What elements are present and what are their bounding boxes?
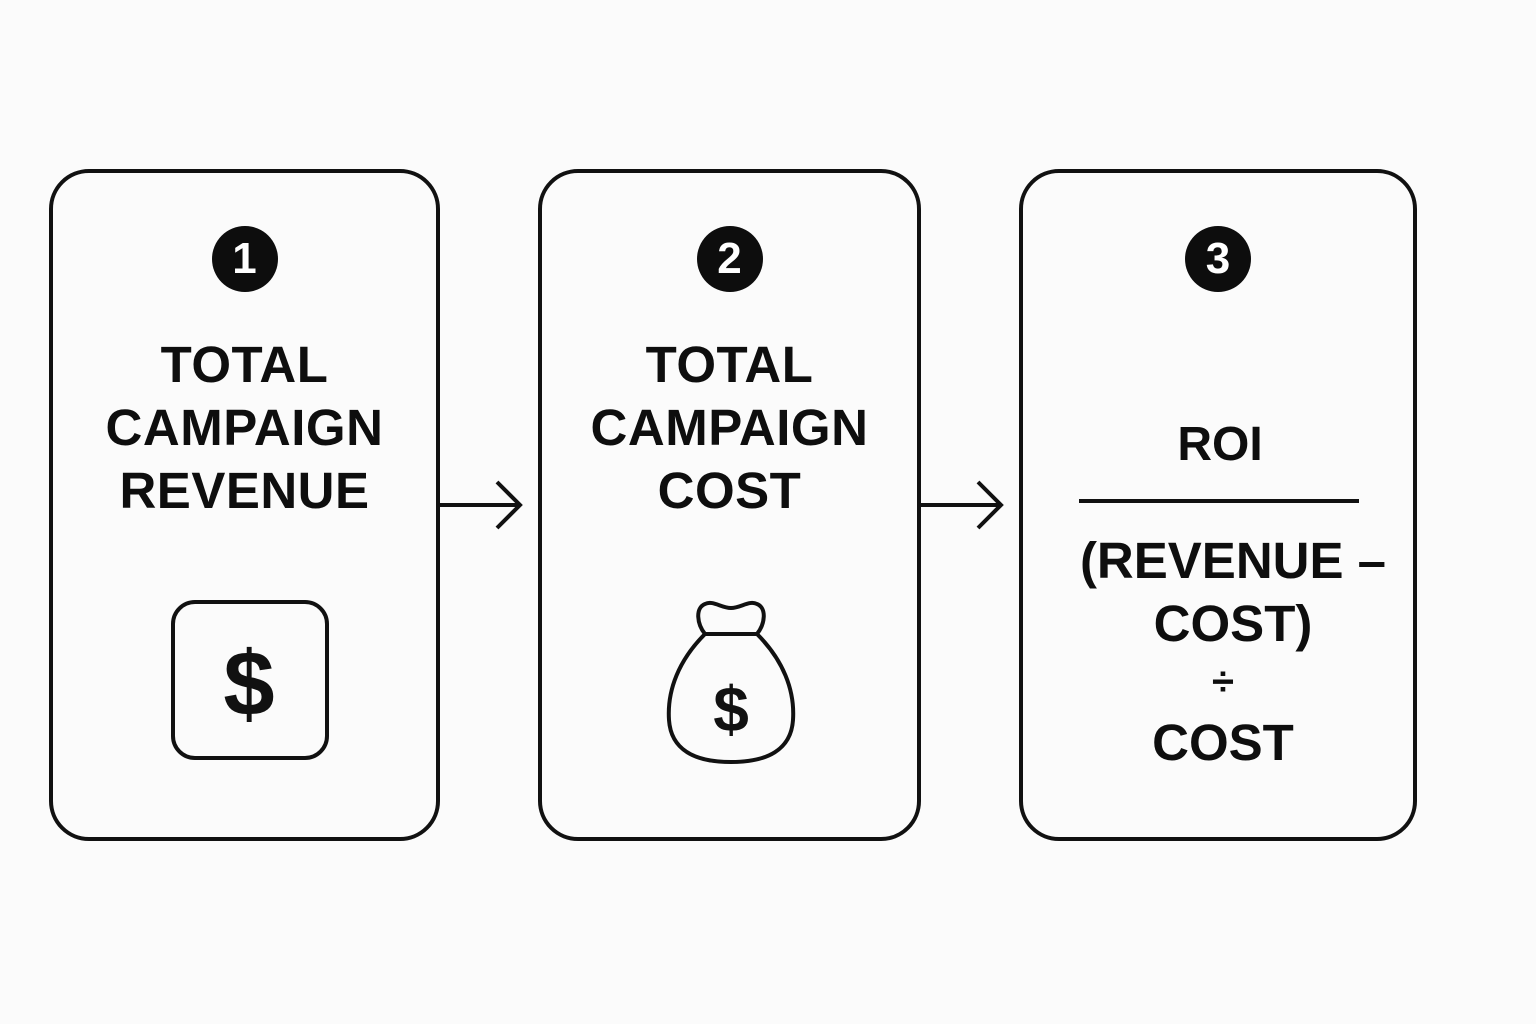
step-title: TOTAL CAMPAIGN COST <box>542 333 917 522</box>
step-number-badge: 1 <box>211 226 278 292</box>
arrow-right-icon <box>921 480 1004 530</box>
arrow-right-icon <box>440 480 523 530</box>
step-card-roi: 3 ROI (REVENUE – COST) ÷ COST <box>1019 169 1417 841</box>
money-bag-icon: $ <box>666 600 796 764</box>
step-title-line: REVENUE <box>119 462 370 519</box>
step-title-line: COST <box>657 462 802 519</box>
step-title-line: CAMPAIGN <box>105 399 384 456</box>
step-title-line: TOTAL <box>160 336 329 393</box>
roi-formula: (REVENUE – COST) ÷ COST <box>1023 529 1443 774</box>
step-title: TOTAL CAMPAIGN REVENUE <box>53 333 436 522</box>
dollar-square-icon: $ <box>171 600 329 760</box>
divide-symbol: ÷ <box>1212 660 1234 704</box>
dollar-sign: $ <box>713 673 749 745</box>
roi-label: ROI <box>1177 418 1263 471</box>
step-number-badge: 2 <box>696 226 763 292</box>
step-card-cost: 2 TOTAL CAMPAIGN COST $ <box>538 169 921 841</box>
step-title-line: CAMPAIGN <box>590 399 869 456</box>
fraction-line <box>1079 499 1359 503</box>
formula-line: COST <box>1152 714 1294 771</box>
step-title-line: TOTAL <box>645 336 814 393</box>
dollar-sign: $ <box>223 633 274 735</box>
step-card-revenue: 1 TOTAL CAMPAIGN REVENUE $ <box>49 169 440 841</box>
formula-line: (REVENUE – <box>1079 532 1387 589</box>
formula-line: COST) <box>1153 595 1313 652</box>
step-number-badge: 3 <box>1185 226 1251 292</box>
